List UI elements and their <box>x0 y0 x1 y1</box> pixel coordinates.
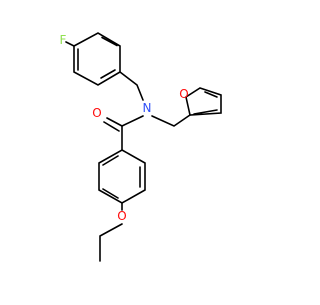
nitrogen-label: N <box>143 101 152 115</box>
furan-oxygen-label: O <box>179 87 188 101</box>
molecule-canvas: F N O O O <box>60 32 222 262</box>
benzamide-inner-bonds <box>102 155 141 199</box>
carbonyl-double-bond <box>103 117 123 132</box>
fluorophenyl-ring <box>73 32 121 86</box>
benzamide-ring <box>98 149 146 204</box>
benzyl-ch2-bond <box>119 71 144 101</box>
carbonyl-oxygen-label: O <box>92 106 101 120</box>
furylmethyl-bonds <box>151 114 191 127</box>
amide-c-n-bond <box>121 115 144 127</box>
ether-oxygen-label: O <box>117 209 126 223</box>
ethoxy-bonds <box>99 202 123 262</box>
furan-ring <box>185 87 222 116</box>
furan-inner-bonds <box>193 91 218 115</box>
fluorophenyl-inner-bonds <box>77 36 118 79</box>
fluorine-label: F <box>60 33 67 47</box>
molecule-structure: F N O O O <box>60 32 222 262</box>
c-f-bond <box>65 41 75 47</box>
bond-lines <box>65 32 222 262</box>
